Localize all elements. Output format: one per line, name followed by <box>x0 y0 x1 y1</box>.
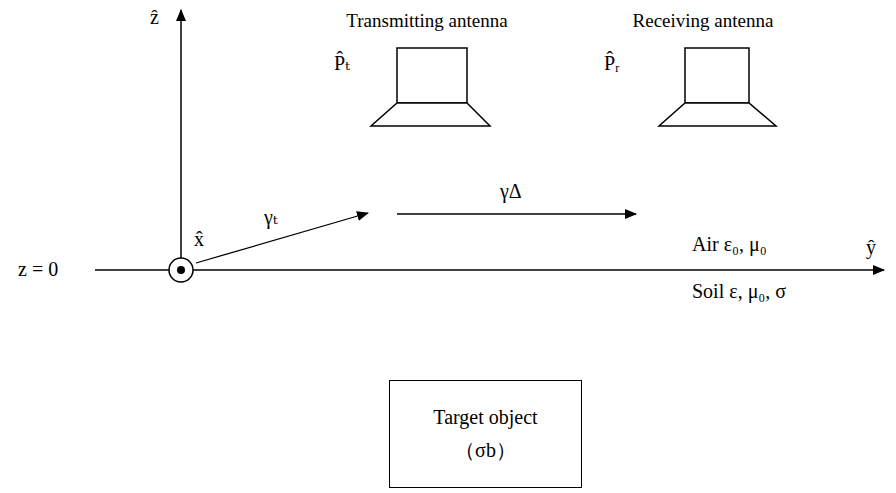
antenna-symbol: P̂ₜ <box>334 52 350 75</box>
axis-label: ŷ <box>864 236 878 259</box>
ground-line <box>95 269 169 271</box>
axis-label: Air ε₀, μ₀ <box>690 233 769 256</box>
box-symbol: （σb） <box>455 439 516 462</box>
box-title: Target object <box>433 406 537 429</box>
antenna-node: Transmitting antennaP̂ₜ <box>322 4 532 130</box>
axis-label: x̂ <box>192 228 206 251</box>
axis-label: γₜ <box>262 206 280 229</box>
axis-label: ẑ <box>148 6 161 29</box>
x-axis-circle <box>169 258 193 282</box>
target-box: Target object （σb） <box>389 380 582 488</box>
gamma-t-vector <box>196 213 368 263</box>
antenna-title: Transmitting antenna <box>346 10 507 32</box>
gamma-delta-vector <box>397 213 636 214</box>
antenna-node: Receiving antennaP̂ᵣ <box>598 4 808 130</box>
x-axis-dot <box>177 266 185 274</box>
y-axis <box>193 269 884 271</box>
antenna-title: Receiving antenna <box>633 10 774 32</box>
axis-label: Soil ε, μ₀, σ <box>690 280 788 303</box>
antenna-symbol: P̂ᵣ <box>604 52 620 75</box>
z-axis <box>180 10 182 258</box>
axis-label: γΔ <box>498 180 524 203</box>
axis-label: z = 0 <box>16 258 60 281</box>
